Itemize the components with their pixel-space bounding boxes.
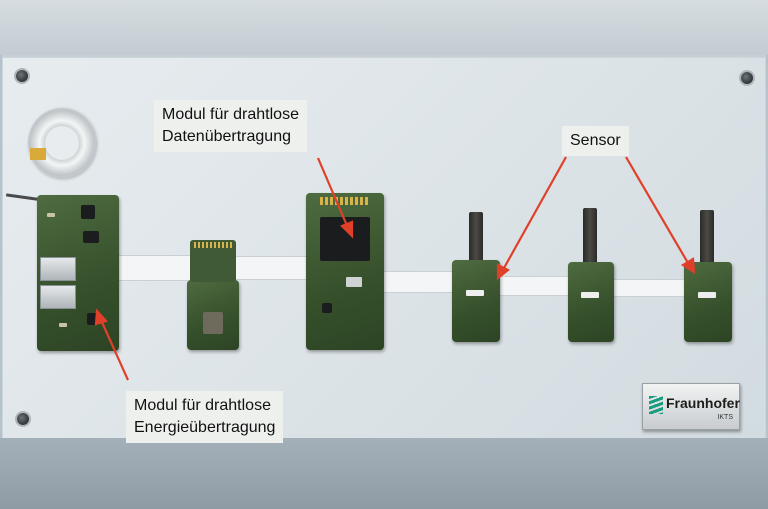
arrow-sensor-2 xyxy=(625,156,689,264)
edge-connector xyxy=(320,197,370,205)
energy-module-pcb xyxy=(37,195,119,351)
fraunhofer-logo-icon xyxy=(649,396,663,414)
fraunhofer-plaque: Fraunhofer IKTS xyxy=(642,383,740,430)
coil-tab xyxy=(30,148,46,160)
connector xyxy=(40,285,76,309)
label-sensor: Sensor xyxy=(562,126,629,156)
induction-coil xyxy=(28,108,96,178)
component xyxy=(59,323,67,327)
label-energy-module: Modul für drahtlose Energieübertragung xyxy=(126,391,284,443)
flex-ribbon-5 xyxy=(608,279,688,297)
arrow-data-module xyxy=(316,157,350,229)
crystal xyxy=(346,277,362,287)
arrow-energy-module xyxy=(99,319,130,381)
flex-connector xyxy=(190,240,236,282)
wall-background xyxy=(0,0,768,55)
sensor-label xyxy=(581,292,599,298)
screw-top-left xyxy=(16,70,28,82)
flex-ribbon-4 xyxy=(498,276,572,296)
sensor-antenna xyxy=(583,208,597,264)
screw-top-right xyxy=(741,72,753,84)
connector xyxy=(40,257,76,281)
arrow-sensor-1 xyxy=(503,156,567,269)
label-line: Modul für drahtlose xyxy=(162,106,299,123)
arrowhead xyxy=(496,263,511,281)
brand-name: Fraunhofer xyxy=(666,395,740,411)
sensor-antenna xyxy=(469,212,483,264)
arrowhead xyxy=(94,308,108,326)
label-line: Modul für drahtlose xyxy=(134,397,271,414)
sensor-antenna xyxy=(700,210,714,266)
label-line: Energieübertragung xyxy=(134,419,276,436)
component xyxy=(47,213,55,217)
sensor-label xyxy=(698,292,716,298)
sensor-pcb xyxy=(568,262,614,342)
arrowhead xyxy=(680,257,696,275)
sensor-pcb xyxy=(452,260,500,342)
display-board xyxy=(2,55,766,442)
small-module-pcb xyxy=(187,280,239,350)
floor-background xyxy=(0,438,768,509)
ic-chip xyxy=(322,303,332,313)
brand-sub: IKTS xyxy=(717,414,733,421)
flex-ribbon-1 xyxy=(112,255,192,281)
label-line: Sensor xyxy=(570,132,621,149)
flex-ribbon-3 xyxy=(380,271,458,293)
label-data-module: Modul für drahtlose Datenübertragung xyxy=(154,100,307,152)
sensor-pcb xyxy=(684,262,732,342)
sensor-label xyxy=(466,290,484,296)
flex-ribbon-2 xyxy=(232,256,310,280)
screw-bottom-left xyxy=(17,413,29,425)
label-line: Datenübertragung xyxy=(162,128,291,145)
ic-chip xyxy=(81,205,95,219)
ic-chip xyxy=(203,312,223,334)
ic-chip xyxy=(83,231,99,243)
arrowhead xyxy=(340,220,354,239)
